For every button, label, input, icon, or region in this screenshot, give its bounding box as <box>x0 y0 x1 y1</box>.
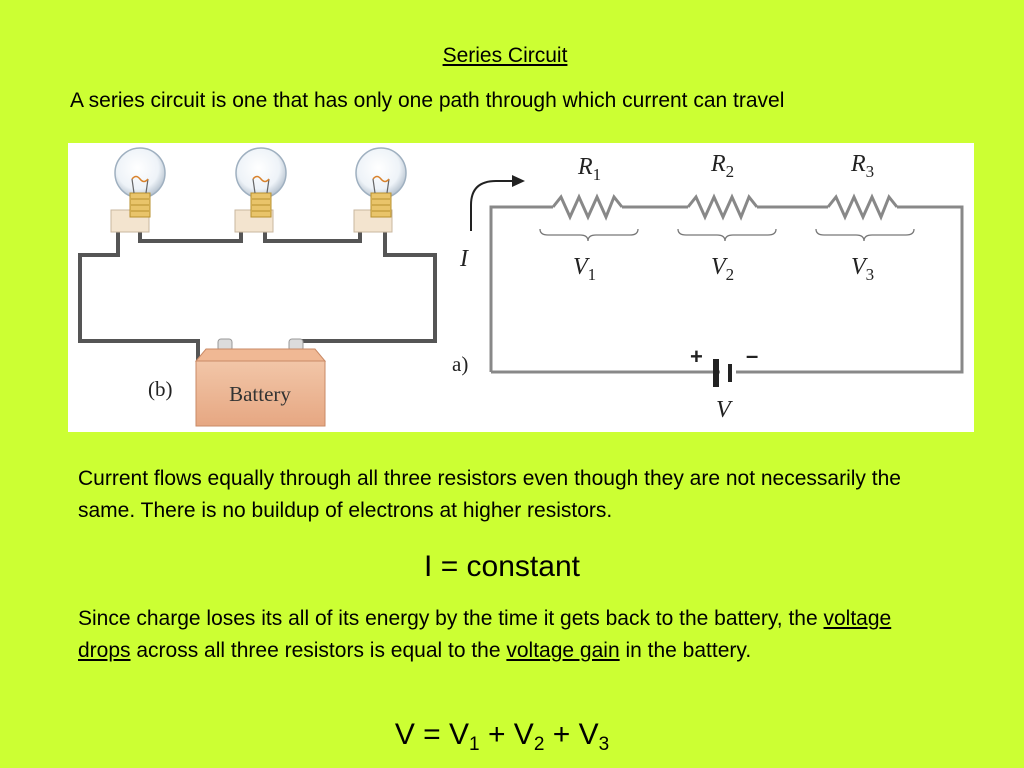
voltage-label-v2: V2 <box>711 254 734 284</box>
schematic-wiring <box>489 205 964 374</box>
voltage-braces <box>539 228 915 242</box>
equation-current-constant: I = constant <box>424 550 580 583</box>
light-bulb-1 <box>110 147 166 233</box>
resistor-label-r3: R3 <box>850 151 874 181</box>
resistor-r2-symbol <box>686 193 759 221</box>
paragraph-current: Current flows equally through all three … <box>78 467 901 522</box>
paragraph-voltage-text-3: in the battery. <box>619 638 752 662</box>
eq-sub-2: 2 <box>533 734 545 755</box>
resistor-r3-symbol <box>826 193 899 221</box>
resistor-r1-symbol <box>551 193 624 221</box>
panel-b-label: (b) <box>148 377 173 401</box>
panel-b-pictorial-circuit: Battery (b) <box>78 147 437 427</box>
circuit-diagrams: Battery (b) <box>78 147 964 427</box>
light-bulb-2 <box>234 147 287 233</box>
battery-plus-sign: + <box>690 344 703 369</box>
light-bulb-3 <box>353 147 407 233</box>
eq-v-total: V = V <box>394 718 470 751</box>
equation-voltage-sum: V = V1 + V2 + V3 <box>0 718 1004 755</box>
panel-a-label: a) <box>452 352 468 376</box>
current-arrow <box>470 175 525 231</box>
paragraph-voltage-text-1: Since charge loses its all of its energy… <box>78 607 824 630</box>
eq-plus-v2: + V <box>479 718 534 751</box>
term-voltage-gain: voltage gain <box>506 638 620 662</box>
circuit-figure: Battery (b) <box>68 143 974 432</box>
eq-sub-3: 3 <box>598 734 610 755</box>
panel-a-schematic: I R1 R2 R3 V1 V2 V3 <box>452 151 964 423</box>
current-label: I <box>459 246 469 272</box>
paragraph-voltage-text-2: across all three resistors is equal to t… <box>130 638 507 662</box>
resistor-label-r1: R1 <box>577 154 601 184</box>
voltage-label-v1: V1 <box>573 254 596 284</box>
voltage-label-v3: V3 <box>851 254 874 284</box>
resistor-label-r2: R2 <box>710 151 734 181</box>
battery-illustration: Battery <box>194 338 327 427</box>
battery-minus-sign: – <box>746 343 758 368</box>
term-voltage-drops: voltage drops <box>78 607 892 662</box>
battery-symbol <box>713 359 732 387</box>
eq-plus-v3: + V <box>544 718 599 751</box>
paragraph-voltage: Since charge loses its all of its energy… <box>78 603 928 666</box>
battery-label: Battery <box>229 382 291 406</box>
resistor-zigzags <box>551 193 899 221</box>
slide-title: Series Circuit <box>442 44 568 67</box>
source-voltage-label: V <box>716 397 733 423</box>
slide-subtitle: A series circuit is one that has only on… <box>70 89 785 112</box>
bulb-wiring <box>78 223 437 361</box>
eq-sub-1: 1 <box>469 734 480 755</box>
